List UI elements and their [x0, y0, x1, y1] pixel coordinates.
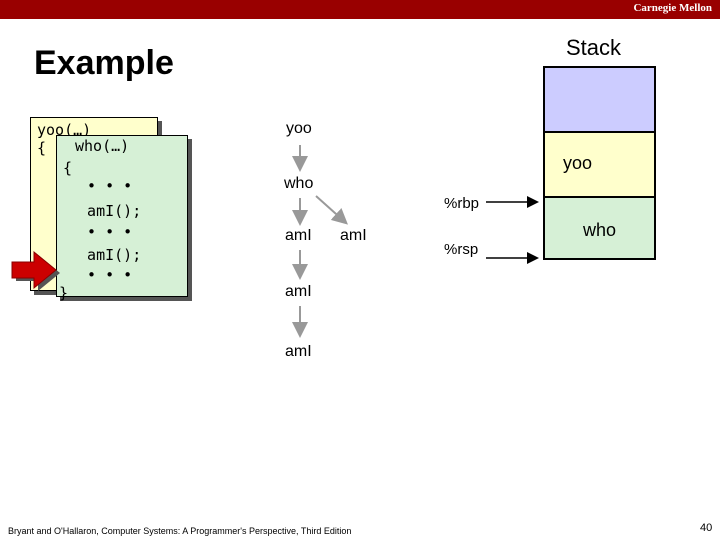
tree-arrow-who-ami-right	[315, 195, 348, 225]
yoo-code-line: {	[37, 139, 47, 157]
tree-node-ami-left: amI	[285, 227, 312, 244]
who-code-line: amI();	[69, 202, 142, 220]
tree-node-yoo: yoo	[286, 120, 312, 137]
footer-citation: Bryant and O'Hallaron, Computer Systems:…	[8, 526, 352, 536]
tree-node-who: who	[284, 175, 314, 192]
page-number: 40	[700, 522, 713, 534]
stack-title: Stack	[566, 35, 622, 60]
who-code-line: {	[63, 159, 73, 177]
slide-title: Example	[34, 44, 174, 82]
stack-frame-who-label: who	[582, 220, 617, 240]
rsp-label: %rsp	[444, 241, 479, 258]
institution-label: Carnegie Mellon	[633, 2, 712, 14]
who-code-box: who(…) { • • • amI(); • • • amI(); • • •…	[56, 135, 188, 302]
rbp-label: %rbp	[444, 195, 480, 212]
who-code-line: who(…)	[75, 137, 130, 155]
stack-frame-yoo-label: yoo	[563, 153, 593, 173]
who-code-line: • • •	[69, 223, 133, 241]
stack-frame-yoo: yoo	[543, 131, 656, 196]
stack-frame-caller	[543, 66, 656, 131]
yoo-code-line: yoo(…)	[37, 121, 92, 139]
who-code-line: • • •	[69, 266, 133, 284]
who-code-line: }	[59, 284, 69, 302]
current-line-pointer-arrow	[11, 250, 60, 291]
who-code-line: • • •	[69, 177, 133, 195]
top-bar: Carnegie Mellon	[0, 0, 720, 19]
tree-node-ami-mid: amI	[285, 283, 312, 300]
tree-node-ami-right: amI	[340, 227, 367, 244]
stack-frame-who: who	[543, 196, 656, 260]
tree-node-ami-bottom: amI	[285, 343, 312, 360]
who-code-line: amI();	[69, 246, 142, 264]
